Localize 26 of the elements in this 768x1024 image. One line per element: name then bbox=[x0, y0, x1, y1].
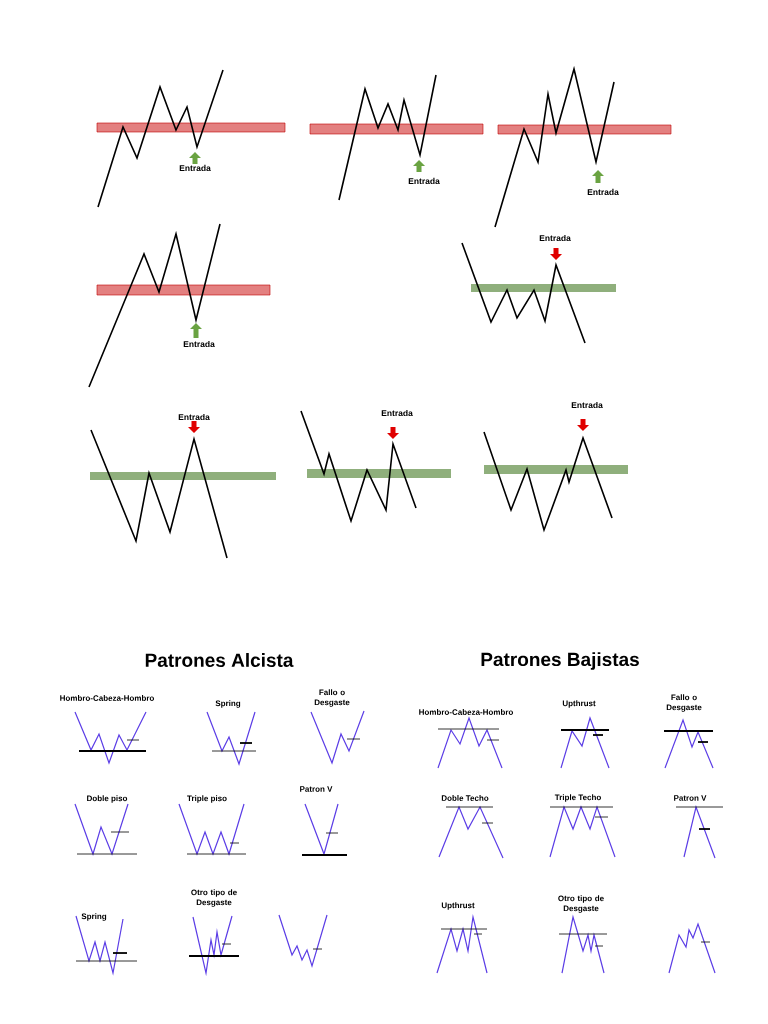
entry-label: Entrada bbox=[183, 340, 215, 348]
entry-label: Entrada bbox=[381, 409, 413, 417]
pattern-label: Triple Techo bbox=[554, 794, 601, 802]
pattern-label: Otro tipo de Desgaste bbox=[558, 895, 604, 913]
pattern-label: Doble piso bbox=[87, 795, 128, 803]
entry-label: Entrada bbox=[587, 188, 619, 196]
pattern-label: Hombro-Cabeza-Hombro bbox=[60, 695, 154, 701]
entry-label: Entrada bbox=[539, 234, 571, 242]
entry-label: Entrada bbox=[179, 164, 211, 172]
pattern-label: Patron V bbox=[300, 786, 333, 792]
pattern-label: Upthrust bbox=[441, 902, 475, 910]
pattern-label: Fallo o Desgaste bbox=[314, 689, 350, 707]
section-heading: Patrones Alcista bbox=[145, 653, 294, 667]
pattern-label: Hombro-Cabeza-Hombro bbox=[419, 709, 514, 715]
pattern-label: Spring bbox=[81, 913, 107, 921]
pattern-label: Otro tipo de Desgaste bbox=[191, 889, 237, 907]
pattern-label: Upthrust bbox=[562, 700, 596, 708]
pattern-label: Doble Techo bbox=[441, 795, 489, 801]
pattern-label: Triple piso bbox=[187, 795, 227, 803]
pattern-label: Spring bbox=[215, 700, 241, 708]
entry-label: Entrada bbox=[408, 177, 440, 185]
section-heading: Patrones Bajistas bbox=[481, 652, 639, 670]
pattern-label: Patron V bbox=[674, 795, 707, 801]
entry-label: Entrada bbox=[571, 401, 603, 409]
pattern-label: Fallo o Desgaste bbox=[666, 694, 702, 712]
entry-label: Entrada bbox=[178, 413, 210, 421]
